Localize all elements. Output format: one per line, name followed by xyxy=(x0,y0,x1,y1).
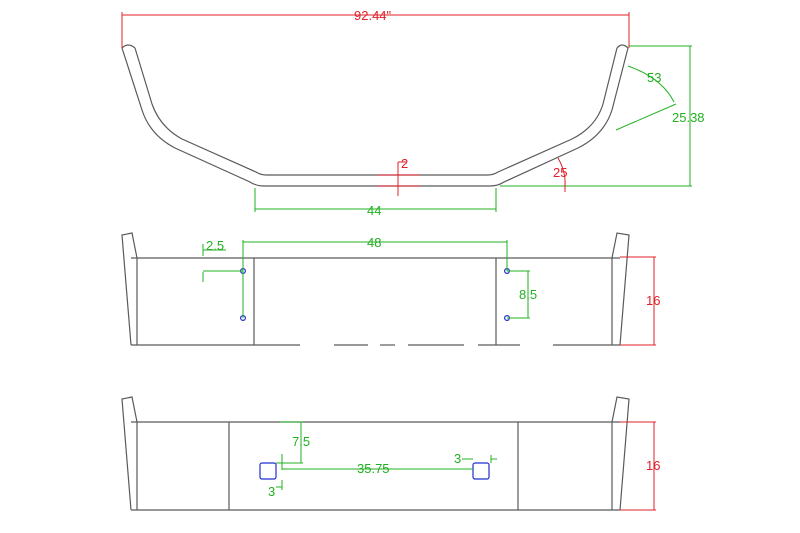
slot-height-label: 7.5 xyxy=(292,434,310,449)
bot-right-flange xyxy=(611,396,630,511)
slot-right-width-label: 3 xyxy=(454,451,461,466)
hole-span-label: 48 xyxy=(367,235,381,250)
bottom-height-label: 16 xyxy=(646,458,660,473)
profile-end-left xyxy=(121,44,136,49)
flange-angle-label: 25 xyxy=(553,165,567,180)
center-offset-label: 2 xyxy=(401,156,408,171)
hole-edge-offset-label: 2.5 xyxy=(206,238,224,253)
mid-height-label: 16 xyxy=(646,293,660,308)
bottom-view: 7.5 35.75 3 3 16 xyxy=(121,396,660,511)
slot-left xyxy=(259,462,277,480)
mid-left-flange xyxy=(121,232,138,346)
overall-height-label: 25.38 xyxy=(672,110,705,125)
bend-angle-label: 53 xyxy=(647,70,661,85)
bot-left-flange xyxy=(121,396,138,511)
bend-angle-leader xyxy=(615,103,677,131)
slot-left-width-label: 3 xyxy=(268,484,275,499)
hole-spacing-label: 8.5 xyxy=(519,287,537,302)
overall-width-label: 92.44" xyxy=(354,8,392,23)
bottom-width-label: 44 xyxy=(367,203,381,218)
slot-right xyxy=(472,462,490,480)
profile-end-right xyxy=(616,44,629,49)
mid-right-flange xyxy=(611,232,630,346)
top-view: 92.44" 53 25.38 2 25 44 xyxy=(121,8,705,218)
profile-inner xyxy=(134,47,618,176)
middle-view: 48 2.5 8.5 16 xyxy=(121,232,660,346)
slot-span-label: 35.75 xyxy=(357,461,390,476)
bend-angle-arc xyxy=(627,65,675,103)
